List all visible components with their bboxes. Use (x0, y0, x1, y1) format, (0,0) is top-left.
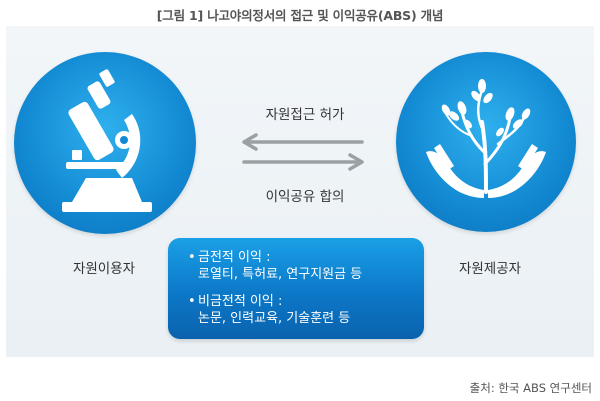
resource-provider-circle (396, 52, 576, 232)
bullet-dot: • (188, 294, 196, 309)
non-monetary-benefits-detail: 논문, 인력교육, 기술훈련 등 (198, 311, 351, 326)
non-monetary-benefits-heading: 비금전적 이익 : (198, 294, 283, 309)
exchange-arrows (242, 133, 364, 171)
resource-user-label: 자원이용자 (72, 261, 136, 277)
monetary-benefits-heading: 금전적 이익 : (198, 250, 271, 265)
monetary-benefits: • 금전적 이익 : 로열티, 특허료, 연구지원금 등 (188, 249, 363, 283)
non-monetary-benefits-heading-line: • 비금전적 이익 : (188, 293, 350, 310)
hands-plant-icon (426, 79, 546, 198)
left-arrow-head (242, 133, 258, 151)
bullet-dot: • (188, 250, 196, 265)
source-caption: 출처: 한국 ABS 연구센터 (469, 381, 592, 395)
monetary-benefits-detail: 로열티, 특허료, 연구지원금 등 (198, 267, 363, 282)
monetary-benefits-heading-line: • 금전적 이익 : (188, 249, 362, 266)
right-arrow-head (348, 153, 364, 171)
access-permission-label: 자원접근 허가 (265, 107, 345, 123)
figure-title: [그림 1] 나고야의정서의 접근 및 이익공유(ABS) 개념 (156, 8, 444, 23)
non-monetary-benefits: • 비금전적 이익 : 논문, 인력교육, 기술훈련 등 (188, 293, 351, 327)
resource-provider-label: 자원제공자 (458, 261, 522, 277)
benefits-box: • 금전적 이익 : 로열티, 특허료, 연구지원금 등 • 비금전적 이익 :… (168, 238, 424, 339)
benefit-sharing-label: 이익공유 합의 (265, 189, 345, 205)
microscope-icon (62, 69, 152, 212)
resource-user-circle (14, 52, 196, 234)
